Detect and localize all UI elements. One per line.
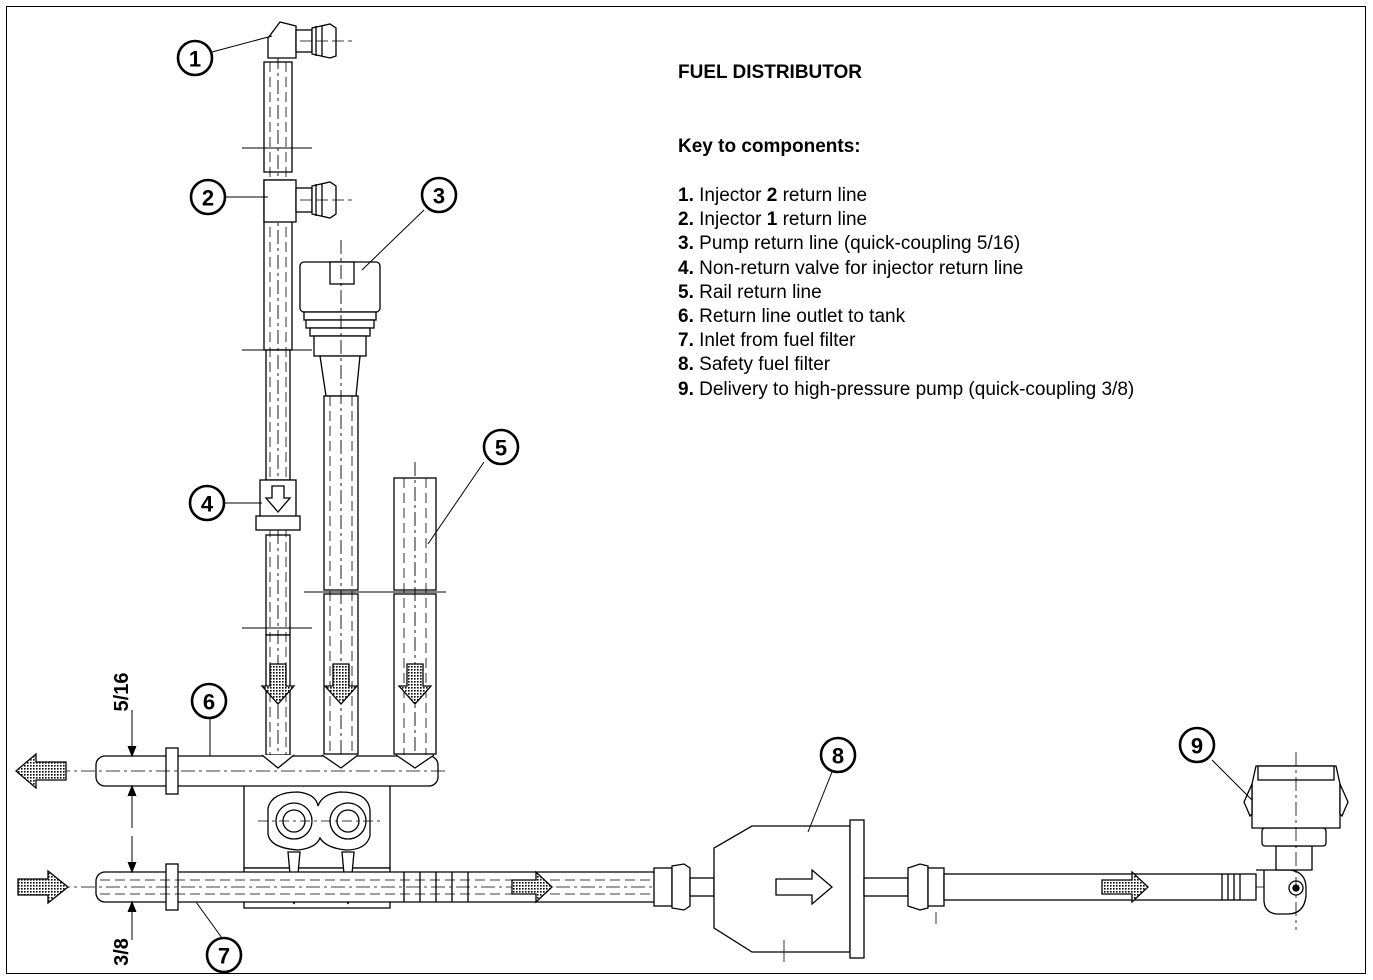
callout-leaders (195, 35, 1253, 939)
component-text: Return line outlet to tank (699, 306, 906, 328)
component-item: 8. Safety fuel filter (678, 353, 1338, 377)
callout-1-circle (176, 39, 214, 77)
component-injector-number: 2 (766, 185, 778, 206)
callout-3-label: 3 (433, 184, 445, 209)
callout-9-circle (1178, 726, 1216, 764)
component-number: 3. (678, 233, 694, 255)
component-item: 7. Inlet from fuel filter (678, 329, 1338, 353)
diagram-frame (6, 6, 1366, 974)
key-heading: Key to components: (678, 136, 861, 157)
dimension-label-3-8: 3/8 (111, 938, 133, 966)
component-text: Inlet from fuel filter (699, 330, 856, 352)
component-item: 2. Injector 1 return line (678, 208, 1338, 232)
component-number: 2. (678, 209, 694, 231)
component-item: 5. Rail return line (678, 281, 1338, 305)
flow-arrow-delivery-tube (1101, 870, 1149, 904)
component-text: Safety fuel filter (699, 354, 831, 376)
callout-8-circle (819, 736, 857, 774)
callout-6-label: 6 (203, 690, 215, 715)
callout-2-circle (189, 178, 227, 216)
legend-panel: FUEL DISTRIBUTOR Key to components: 1. I… (678, 62, 1338, 402)
down-arrow-c (397, 663, 433, 705)
injector-return-tube (242, 30, 312, 760)
component-text-suffix: return line (777, 185, 868, 206)
callout-3-circle (420, 176, 458, 214)
component-number: 5. (678, 281, 694, 303)
down-arrow-b (323, 663, 359, 705)
delivery-tube (943, 873, 1257, 901)
dimension-lines (127, 710, 137, 940)
callout-5-label: 5 (495, 436, 507, 461)
callout-7-label: 7 (218, 944, 230, 969)
component-text: Pump return line (quick-coupling 5/16) (699, 233, 1021, 255)
component-number: 8. (678, 354, 694, 376)
component-text: Injector (699, 209, 767, 231)
delivery-quick-coupling (1243, 752, 1349, 930)
injector-1-return-fitting (263, 179, 352, 223)
dimension-label-5-16: 5/16 (111, 673, 133, 712)
callout-4-circle (188, 484, 226, 522)
flow-arrow-inlet-tube (511, 870, 553, 904)
callout-8-label: 8 (832, 744, 844, 769)
callout-6-circle (190, 682, 228, 720)
safety-fuel-filter (653, 819, 945, 962)
component-text: Injector (699, 185, 767, 206)
component-number: 6. (678, 306, 694, 328)
component-number: 1. (678, 185, 694, 206)
component-number: 7. (678, 330, 694, 352)
component-item: 9. Delivery to high-pressure pump (quick… (678, 378, 1338, 402)
callout-7-circle (205, 936, 243, 974)
outlet-to-tank-arrow (14, 752, 67, 790)
component-item: 1. Injector 2 return line (678, 184, 1338, 208)
component-text: Non-return valve for injector return lin… (699, 257, 1024, 279)
component-injector-number: 1 (766, 209, 778, 231)
component-number: 4. (678, 257, 694, 279)
component-text-suffix: return line (777, 209, 868, 231)
component-item: 4. Non-return valve for injector return … (678, 257, 1338, 281)
callout-9-label: 9 (1191, 734, 1203, 759)
callout-2-label: 2 (202, 186, 214, 211)
callout-4-label: 4 (201, 492, 214, 517)
component-number: 9. (678, 378, 694, 400)
component-text: Rail return line (699, 281, 822, 303)
component-item: 6. Return line outlet to tank (678, 305, 1338, 329)
injector-2-return-fitting (267, 21, 352, 59)
callout-5-circle (482, 428, 520, 466)
non-return-valve (255, 479, 301, 531)
component-item: 3. Pump return line (quick-coupling 5/16… (678, 232, 1338, 256)
inlet-arrow (17, 869, 70, 905)
diagram-title: FUEL DISTRIBUTOR (678, 62, 863, 83)
pump-return-tube (299, 240, 381, 768)
component-text: Delivery to high-pressure pump (quick-co… (699, 378, 1135, 400)
down-arrow-a (260, 663, 296, 705)
component-list: 1. Injector 2 return line 2. Injector 1 … (678, 184, 1338, 402)
callout-1-label: 1 (189, 47, 201, 72)
